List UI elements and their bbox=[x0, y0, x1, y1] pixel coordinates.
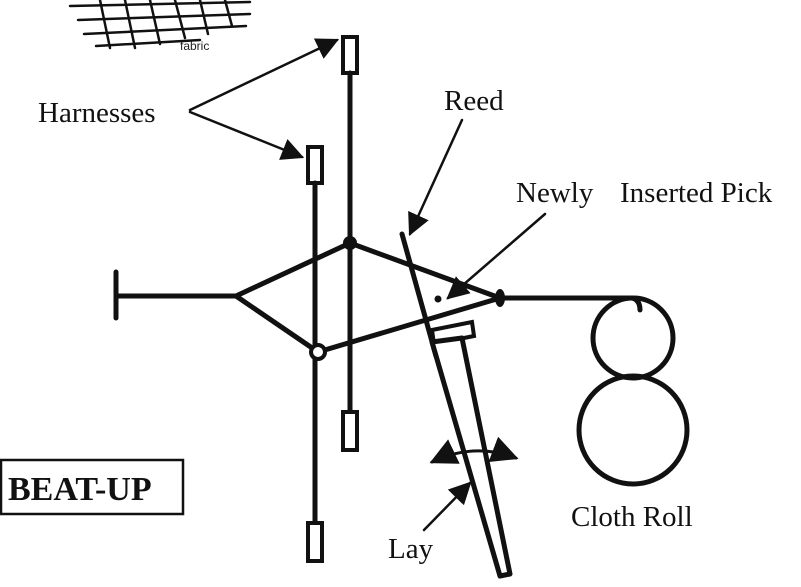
cloth-roll-lower bbox=[576, 373, 690, 487]
pick-arrow bbox=[446, 212, 547, 300]
harnesses-label: Harnesses bbox=[38, 97, 156, 129]
beat-up-label: BEAT-UP bbox=[8, 471, 152, 508]
lay-label: Lay bbox=[388, 533, 434, 565]
inserted-pick-label: Inserted Pick bbox=[620, 177, 773, 209]
lay bbox=[429, 319, 513, 579]
fabric-label: fabric bbox=[180, 39, 209, 53]
beat-up-box bbox=[0, 458, 185, 516]
heddle-eye-lower bbox=[309, 343, 327, 361]
reed bbox=[399, 231, 439, 359]
reed-label: Reed bbox=[444, 85, 504, 117]
cloth-roll-upper bbox=[590, 295, 676, 381]
cloth-roll-label: Cloth Roll bbox=[571, 501, 693, 533]
lay-arrow bbox=[422, 481, 472, 532]
newly-inserted-pick bbox=[434, 295, 442, 303]
lay-swing-arc bbox=[429, 436, 519, 464]
heddle-eye-upper bbox=[343, 236, 357, 250]
newly-label: Newly bbox=[516, 177, 594, 209]
harnesses-arrows bbox=[188, 38, 340, 160]
fabric-grid-icon bbox=[68, 0, 252, 50]
warp-beam-end bbox=[113, 269, 239, 321]
reed-arrow bbox=[408, 118, 464, 237]
